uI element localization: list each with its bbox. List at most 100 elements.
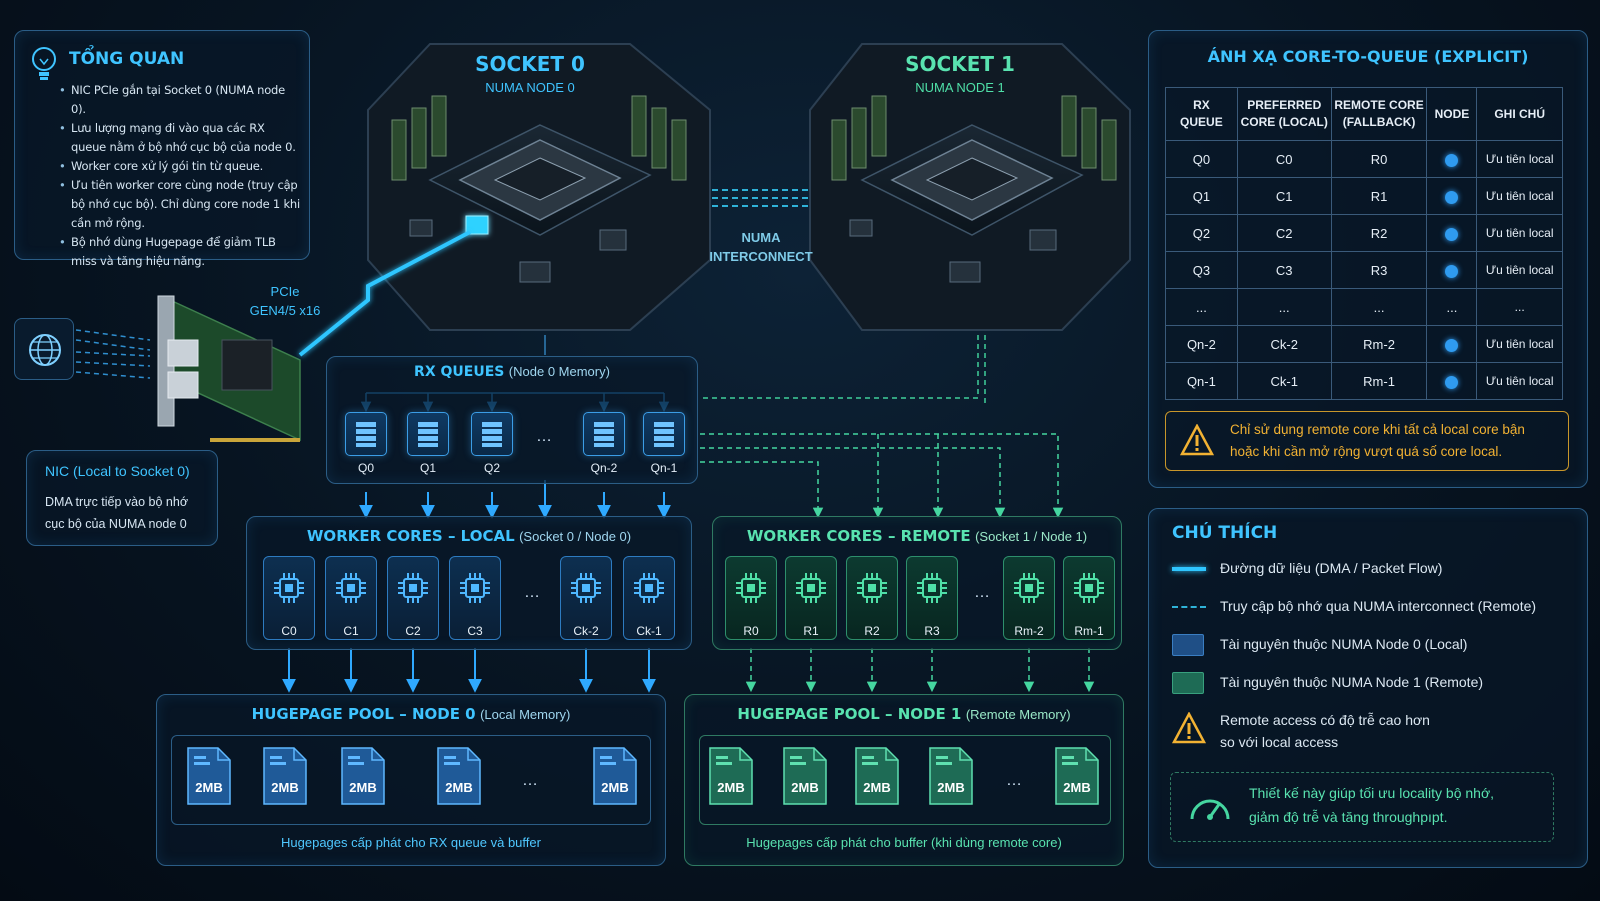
legend-warning-line1: Remote access có độ trễ cao hơn xyxy=(1220,712,1430,728)
local-core: C1 xyxy=(325,556,377,640)
file-icon xyxy=(184,746,234,811)
cpu-chip-icon xyxy=(726,557,776,610)
remote-core: R1 xyxy=(785,556,837,640)
nic-desc-line2: cục bộ của NUMA node 0 xyxy=(45,517,187,531)
legend-title: CHÚ THÍCH xyxy=(1172,523,1278,543)
overview-bullet: Worker core xử lý gói tin từ queue. xyxy=(59,157,303,176)
cell-note: Ưu tiên local xyxy=(1476,251,1563,289)
mapping-warning-line1: Chỉ sử dụng remote core khi tất cả local… xyxy=(1230,422,1525,437)
hugepage-file: 2MB xyxy=(590,746,640,811)
cell-node xyxy=(1426,325,1478,363)
lightbulb-icon xyxy=(29,45,59,83)
cell-remote: Rm-1 xyxy=(1330,362,1428,400)
core-label: C3 xyxy=(467,624,483,638)
pcie-label-line2: GEN4/5 x16 xyxy=(249,303,321,318)
hugepage-ellipsis: … xyxy=(522,772,538,789)
cell-remote: R3 xyxy=(1330,251,1428,289)
worker-local-subtitle: (Socket 0 / Node 0) xyxy=(519,529,632,544)
core-label: Rm-2 xyxy=(1014,624,1044,638)
cpu-chip-icon xyxy=(450,557,500,610)
cpu-chip-icon xyxy=(786,557,836,610)
cell-note: Ưu tiên local xyxy=(1476,214,1563,252)
hugepage-node0-title: HUGEPAGE POOL – NODE 0 xyxy=(251,705,476,723)
cell-remote: R2 xyxy=(1330,214,1428,252)
hugepage-size-label: 2MB xyxy=(445,780,473,795)
dashed-line-swatch xyxy=(1172,606,1206,608)
hugepage-node1-panel: HUGEPAGE POOL – NODE 1 (Remote Memory) H… xyxy=(684,694,1124,866)
tip-line1: Thiết kế này giúp tối ưu locality bộ nhớ… xyxy=(1249,785,1495,801)
mapping-warning-line2: hoặc khi cần mở rộng vượt quá số core lo… xyxy=(1230,444,1503,459)
cell-note: Ưu tiên local xyxy=(1476,362,1563,400)
hugepage-node0-subtitle: (Local Memory) xyxy=(480,707,571,722)
hugepage-node0-tray xyxy=(171,735,651,825)
queue-icon xyxy=(643,412,685,456)
core-ellipsis: … xyxy=(974,584,990,601)
file-icon xyxy=(590,746,640,811)
cell-note: Ưu tiên local xyxy=(1476,140,1563,178)
cell-node xyxy=(1426,177,1478,215)
cell-note: Ưu tiên local xyxy=(1476,177,1563,215)
cpu-chip-icon xyxy=(326,557,376,610)
hugepage-ellipsis: … xyxy=(1006,772,1022,789)
hugepage-file: 2MB xyxy=(1052,746,1102,811)
cell-local: C1 xyxy=(1236,177,1332,215)
green-swatch xyxy=(1172,672,1204,694)
legend-warning-line2: so với local access xyxy=(1220,734,1339,750)
blue-swatch xyxy=(1172,634,1204,656)
cpu-chip-icon xyxy=(388,557,438,610)
cell-local: Ck-2 xyxy=(1236,325,1332,363)
worker-remote-subtitle: (Socket 1 / Node 1) xyxy=(975,529,1088,544)
hugepage-node0-header: HUGEPAGE POOL – NODE 0 (Local Memory) xyxy=(157,705,665,724)
hugepage-file: 2MB xyxy=(706,746,756,811)
hugepage-file: 2MB xyxy=(780,746,830,811)
cell-remote: R0 xyxy=(1330,140,1428,178)
core-label: C2 xyxy=(405,624,421,638)
pcie-label: PCIe GEN4/5 x16 xyxy=(230,282,340,320)
nic-panel: NIC (Local to Socket 0) DMA trực tiếp và… xyxy=(26,450,218,546)
socket0-subtitle: NUMA NODE 0 xyxy=(485,80,575,95)
remote-core: Rm-1 xyxy=(1063,556,1115,640)
remote-core: R3 xyxy=(906,556,958,640)
file-icon xyxy=(338,746,388,811)
remote-access-paths xyxy=(700,433,1064,519)
cell-note: Ưu tiên local xyxy=(1476,325,1563,363)
legend-text: Tài nguyên thuộc NUMA Node 0 (Local) xyxy=(1220,636,1468,652)
cpu-chip-icon xyxy=(847,557,897,610)
overview-bullet: NIC PCIe gắn tại Socket 0 (NUMA node 0). xyxy=(59,81,303,119)
cell-remote: ... xyxy=(1330,288,1428,326)
header-remote-core: REMOTE CORE(FALLBACK) xyxy=(1330,87,1428,141)
file-icon xyxy=(926,746,976,811)
mapping-row: ............... xyxy=(1165,288,1563,326)
nic-card xyxy=(157,295,301,442)
cell-queue: ... xyxy=(1165,288,1238,326)
cell-remote: R1 xyxy=(1330,177,1428,215)
tip-line2: giảm độ trễ và tăng throughpıpt. xyxy=(1249,809,1448,825)
legend-text: Tài nguyên thuộc NUMA Node 1 (Remote) xyxy=(1220,674,1484,690)
core-label: Ck-2 xyxy=(573,624,599,638)
header-node: NODE xyxy=(1426,87,1478,141)
cell-node xyxy=(1426,251,1478,289)
core-label: R2 xyxy=(864,624,880,638)
network-flow-lines xyxy=(75,329,151,379)
rx-queue-label: Qn-1 xyxy=(650,461,678,475)
cell-node xyxy=(1426,214,1478,252)
socket1-title: SOCKET 1 xyxy=(905,52,1015,76)
core-label: Rm-1 xyxy=(1074,624,1104,638)
cell-queue: Q0 xyxy=(1165,140,1238,178)
queue-icon xyxy=(583,412,625,456)
header-note: GHI CHÚ xyxy=(1476,87,1563,141)
speedometer-icon xyxy=(1187,789,1233,830)
rx-queue: Q1 xyxy=(404,412,452,475)
hugepage-size-label: 2MB xyxy=(717,780,745,795)
interconnect-label-line1: NUMA xyxy=(741,230,781,245)
node0-dot-icon xyxy=(1445,375,1459,389)
local-core: C0 xyxy=(263,556,315,640)
globe-icon xyxy=(14,318,74,380)
cell-local: C2 xyxy=(1236,214,1332,252)
node0-dot-icon xyxy=(1445,153,1459,167)
worker-local-title: WORKER CORES – LOCAL xyxy=(306,527,515,545)
